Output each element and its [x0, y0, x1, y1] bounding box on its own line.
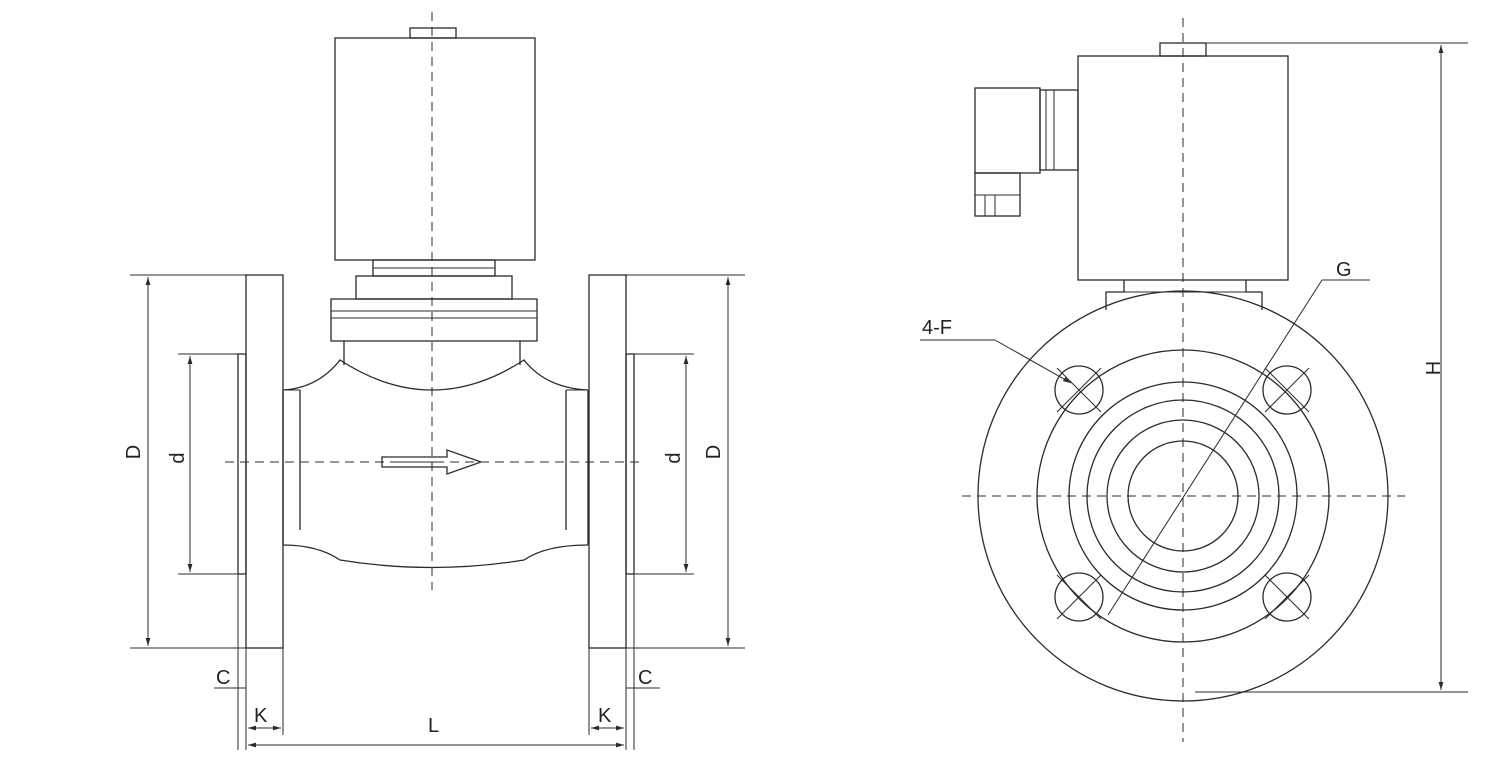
coil-top-cap	[409, 27, 457, 39]
dim-label-G: G	[1336, 259, 1352, 281]
dim-label-H: H	[1423, 361, 1445, 375]
dim-label-K-right: K	[598, 705, 612, 727]
bore-circle	[1127, 440, 1239, 552]
bolt-circle-diagonal	[1107, 279, 1323, 616]
bolt-hole-top-right	[1262, 365, 1312, 415]
valve-body-bottom	[282, 544, 589, 569]
connector-collar	[1039, 89, 1079, 171]
bonnet-flange	[330, 298, 538, 342]
connector-body	[974, 87, 1041, 174]
flange-outer-circle	[977, 290, 1389, 702]
bolt-holes	[1054, 365, 1312, 622]
dim-label-L: L	[428, 715, 439, 737]
bonnet-nut	[355, 275, 513, 300]
dim-label-K-left: K	[254, 705, 268, 727]
solenoid-coil-housing	[334, 37, 536, 261]
inner-ring-3	[1106, 419, 1260, 573]
dim-label-D-right: D	[703, 445, 725, 459]
right-flange-face	[625, 353, 635, 575]
bolt-hole-bottom-right	[1262, 572, 1312, 622]
flow-direction-arrow	[381, 449, 483, 475]
side-top-cap	[1159, 42, 1207, 57]
dim-label-C-left: C	[216, 667, 230, 689]
side-view: G 4-F H	[920, 18, 1468, 742]
dim-label-4-F: 4-F	[922, 317, 952, 339]
dim-label-d-left: d	[167, 452, 189, 463]
dim-label-D-left: D	[123, 445, 145, 459]
raised-face-circle	[1036, 349, 1330, 643]
bolt-hole-bottom-left	[1054, 572, 1104, 622]
valve-body-top	[282, 359, 589, 391]
front-view: D d d D C C K K L	[123, 12, 745, 750]
left-flange-face	[237, 353, 247, 575]
dim-label-d-right: d	[663, 452, 685, 463]
inner-ring-1	[1068, 381, 1298, 611]
bolt-hole-top-left	[1054, 365, 1104, 415]
dim-label-C-right: C	[638, 667, 652, 689]
inner-ring-2	[1086, 399, 1280, 593]
